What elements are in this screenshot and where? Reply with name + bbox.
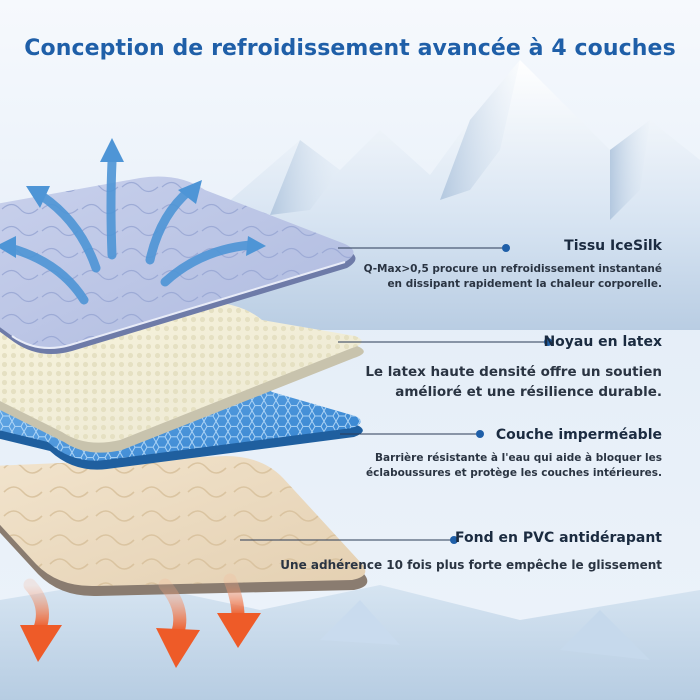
callout-icesilk: Tissu IceSilk Q-Max>0,5 procure un refro… <box>362 238 662 292</box>
layer-description: Le latex haute densité offre un soutien … <box>365 364 662 400</box>
callout-dots <box>450 244 552 544</box>
layer-name: Tissu IceSilk <box>564 238 662 254</box>
callout-pvc: Fond en PVC antidérapant Une adhérence 1… <box>242 530 662 574</box>
cooling-arrows <box>5 157 255 305</box>
cooling-arrow-heads <box>0 138 266 258</box>
page-title: Conception de refroidissement avancée à … <box>24 36 676 61</box>
layer-name: Couche imperméable <box>495 427 662 443</box>
layer-pvc <box>0 456 368 597</box>
layer-description: Q-Max>0,5 procure un refroidissement ins… <box>363 263 662 290</box>
layer-name: Noyau en latex <box>543 334 662 350</box>
callout-latex: Noyau en latex Le latex haute densité of… <box>342 334 662 402</box>
layer-description: Barrière résistante à l'eau qui aide à b… <box>366 452 662 479</box>
layer-description: Une adhérence 10 fois plus forte empêche… <box>280 558 662 572</box>
heat-arrows <box>20 573 261 668</box>
callout-waterproof: Couche imperméable Barrière résistante à… <box>342 427 662 481</box>
callout-lines <box>240 247 548 541</box>
layer-name: Fond en PVC antidérapant <box>455 530 662 546</box>
